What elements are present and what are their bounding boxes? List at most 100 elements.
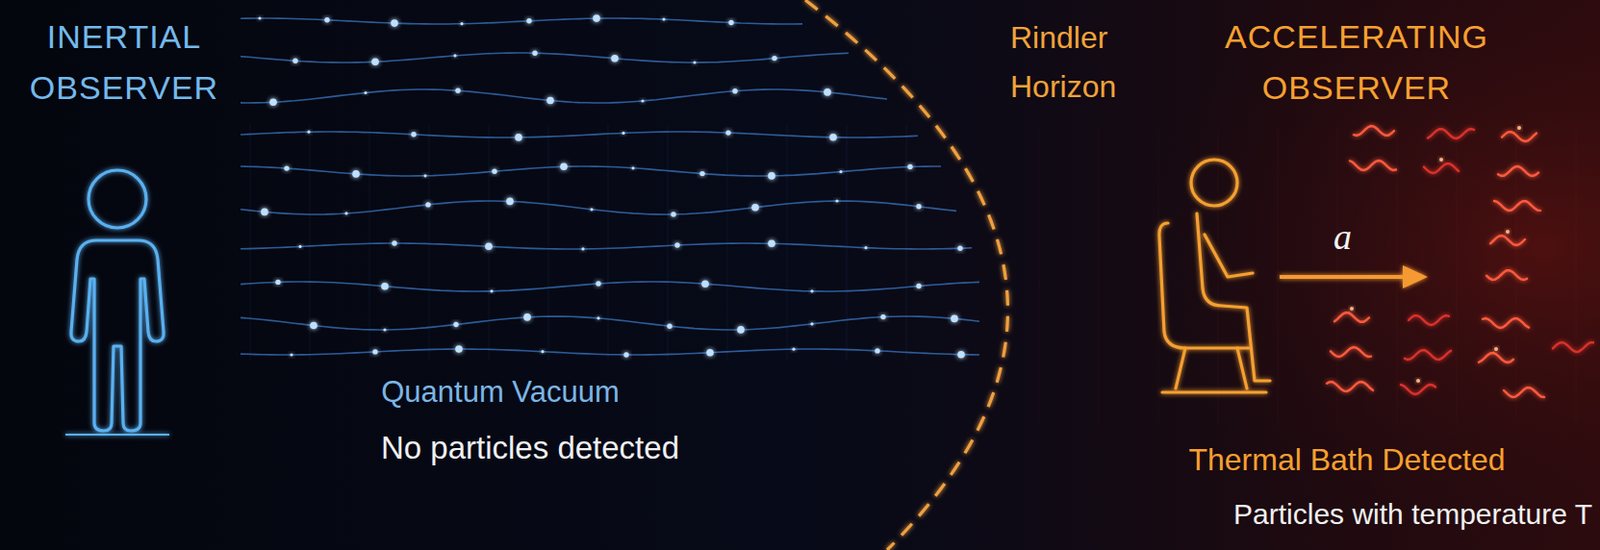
observer-title: ACCELERATING OBSERVER bbox=[1202, 11, 1511, 113]
vacuum-wave bbox=[240, 281, 980, 292]
acceleration-symbol: a bbox=[1333, 217, 1372, 258]
vacuum-particle bbox=[661, 18, 665, 22]
vacuum-particle bbox=[459, 22, 463, 26]
vacuum-particle bbox=[491, 169, 497, 175]
vacuum-particle bbox=[391, 240, 397, 246]
horizon-label: Rindler Horizon bbox=[1010, 13, 1155, 112]
thermal-particle bbox=[1486, 270, 1527, 280]
vacuum-particle bbox=[269, 99, 278, 107]
vacuum-particle bbox=[674, 242, 680, 248]
vacuum-particle bbox=[489, 289, 493, 293]
vacuum-particle bbox=[275, 279, 280, 285]
vacuum-particle bbox=[706, 349, 714, 357]
grid-line bbox=[846, 125, 848, 361]
seated-person-icon bbox=[1159, 159, 1270, 393]
vacuum-wave bbox=[240, 349, 980, 356]
vacuum-particle bbox=[382, 328, 386, 331]
vacuum-particle bbox=[309, 322, 318, 331]
vacuum-particle bbox=[581, 247, 585, 251]
vacuum-particle bbox=[791, 348, 795, 352]
person-head bbox=[1191, 159, 1238, 206]
vacuum-particle bbox=[838, 170, 842, 174]
vacuum-particle bbox=[257, 16, 261, 20]
vacuum-wave bbox=[240, 131, 918, 138]
thermal-particle bbox=[1353, 126, 1395, 136]
vacuum-wave bbox=[240, 166, 941, 177]
grid-line bbox=[1456, 129, 1458, 424]
rindler-horizon-arc bbox=[805, 0, 1008, 550]
vacuum-particle bbox=[692, 60, 696, 64]
grid-line bbox=[787, 125, 788, 361]
thermal-particles bbox=[1326, 126, 1594, 398]
thermal-spark bbox=[1517, 126, 1522, 130]
grid-line bbox=[429, 125, 431, 361]
thermal-particle bbox=[1501, 131, 1537, 142]
vacuum-particle bbox=[907, 164, 913, 170]
vacuum-particle bbox=[506, 198, 514, 206]
vacuum-particle bbox=[371, 57, 380, 66]
thermal-particle bbox=[1349, 160, 1397, 171]
vacuum-particle bbox=[957, 246, 963, 252]
vacuum-particle bbox=[514, 133, 523, 142]
observer-title: INERTIAL OBSERVER bbox=[3, 11, 245, 113]
vacuum-particle bbox=[425, 202, 431, 207]
thermal-particle bbox=[1334, 312, 1370, 323]
person-body bbox=[1196, 213, 1270, 381]
thermal-particle bbox=[1423, 163, 1459, 174]
vacuum-particle bbox=[546, 97, 555, 105]
vacuum-particle bbox=[767, 172, 776, 180]
vacuum-particle bbox=[523, 313, 532, 322]
vacuum-particle bbox=[289, 353, 293, 356]
vacuum-wave bbox=[240, 243, 972, 250]
vacuum-particle bbox=[670, 211, 676, 217]
vacuum-particle bbox=[298, 245, 302, 249]
grid-line bbox=[1575, 129, 1577, 424]
vacuum-particle bbox=[380, 282, 389, 291]
vacuum-particle bbox=[915, 203, 921, 209]
vacuum-particle bbox=[596, 316, 600, 320]
thermal-spark bbox=[1439, 157, 1444, 162]
vacuum-particle bbox=[390, 19, 399, 27]
thermal-particle bbox=[1404, 350, 1451, 360]
vacuum-particle bbox=[372, 349, 378, 355]
vacuum-particle bbox=[324, 17, 330, 23]
vacuum-particle bbox=[631, 166, 635, 170]
grid-line bbox=[906, 125, 908, 361]
thermal-spark bbox=[1349, 306, 1354, 311]
vacuum-particle bbox=[640, 99, 644, 102]
vacuum-particle bbox=[725, 129, 731, 135]
vacuum-particle bbox=[810, 289, 813, 293]
vacuum-particle bbox=[728, 20, 734, 26]
vacuum-particle bbox=[260, 208, 269, 217]
vacuum-particle bbox=[344, 211, 348, 215]
vacuum-wave bbox=[240, 52, 849, 63]
grid-line bbox=[1277, 129, 1279, 424]
grid-line bbox=[1218, 129, 1220, 424]
vacuum-particle bbox=[352, 170, 360, 178]
thermal-particle bbox=[1552, 342, 1594, 353]
vacuum-particle bbox=[540, 350, 544, 354]
thermal-glow bbox=[865, 0, 1600, 550]
vacuum-wave bbox=[240, 89, 888, 103]
thermal-spark bbox=[1494, 347, 1499, 352]
vacuum-particle bbox=[592, 14, 601, 23]
vacuum-particle bbox=[701, 279, 710, 288]
thermal-particle bbox=[1330, 347, 1372, 357]
acceleration-arrow bbox=[1279, 265, 1428, 289]
vacuum-particle bbox=[950, 315, 959, 324]
thermal-particle bbox=[1400, 384, 1436, 395]
region-label: Thermal Bath Detected bbox=[1164, 442, 1530, 479]
person-arm bbox=[1204, 234, 1253, 278]
vacuum-wave bbox=[240, 201, 957, 215]
grid-line bbox=[548, 125, 550, 361]
thermal-particle bbox=[1408, 315, 1449, 326]
person-head bbox=[88, 170, 147, 229]
grid-line bbox=[369, 125, 371, 361]
grid-line bbox=[1039, 129, 1041, 424]
vacuum-wave bbox=[240, 316, 980, 331]
vacuum-particle bbox=[453, 322, 458, 328]
vacuum-particle bbox=[610, 54, 619, 63]
vacuum-particle bbox=[751, 203, 760, 212]
